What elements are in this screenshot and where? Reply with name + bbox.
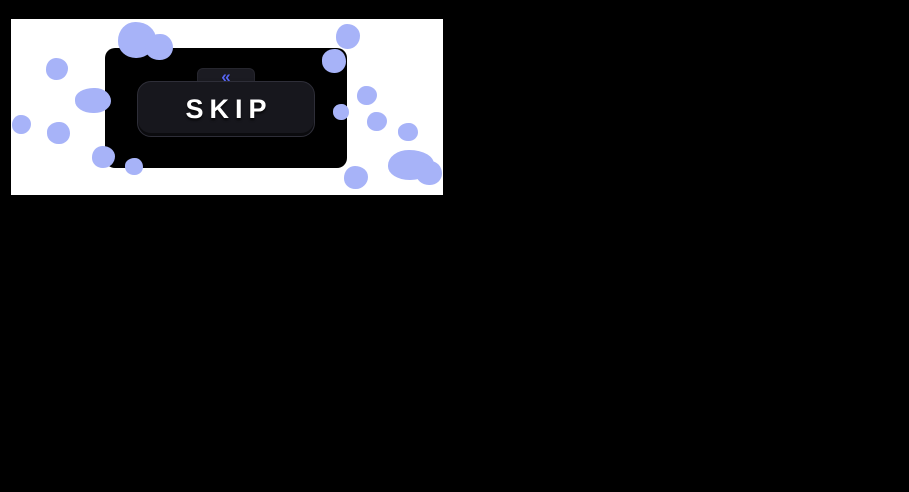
paint-blob (46, 58, 68, 80)
paint-blob (398, 123, 418, 141)
paint-blob (75, 88, 111, 113)
paint-blob (357, 86, 377, 105)
paint-blob (125, 158, 143, 175)
double-chevron-left-icon: « (221, 67, 231, 86)
paint-blob (47, 122, 70, 144)
overlay-card: « SKIP (11, 19, 443, 195)
paint-blob (333, 104, 349, 120)
skip-panel: « SKIP (105, 48, 347, 168)
paint-blob (367, 112, 387, 131)
paint-blob (145, 34, 173, 60)
skip-button[interactable]: SKIP (137, 81, 315, 137)
paint-blob (416, 161, 442, 185)
paint-blob (344, 166, 368, 189)
skip-button-label: SKIP (185, 93, 273, 124)
paint-blob (92, 146, 115, 168)
paint-blob (12, 115, 31, 134)
paint-blob (336, 24, 360, 49)
paint-blob (322, 49, 346, 73)
